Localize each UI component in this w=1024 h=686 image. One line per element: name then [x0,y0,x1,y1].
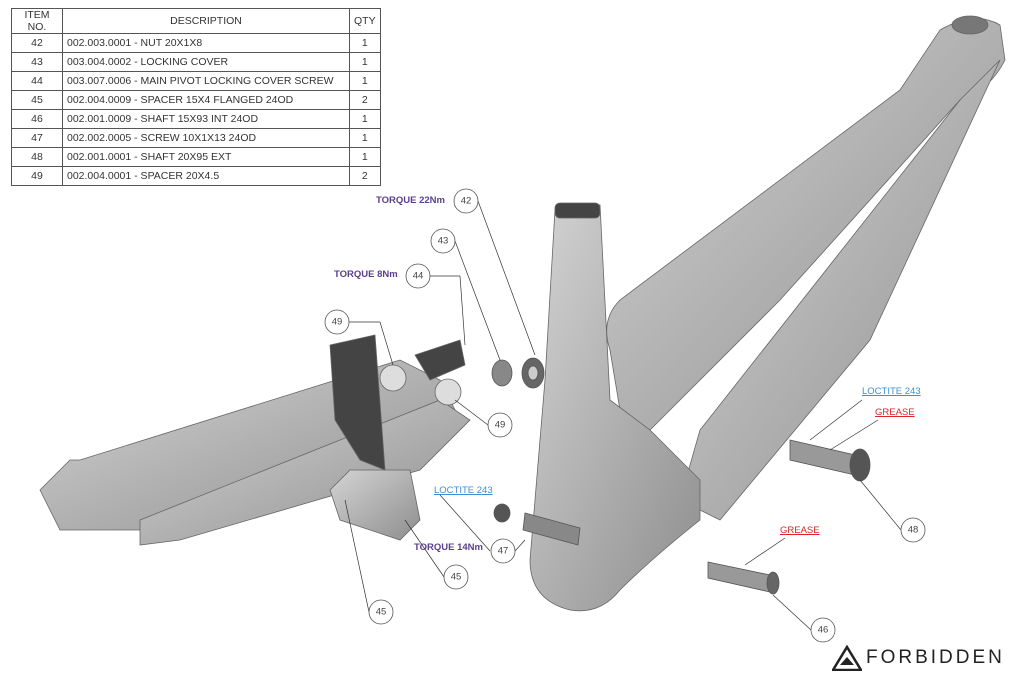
table-header-row: ITEM NO. DESCRIPTION QTY [11,8,381,34]
item-description: 002.001.0009 - SHAFT 15X93 INT 24OD [62,109,350,129]
callout-48: 48 [900,517,926,543]
callout-49: 49 [324,309,350,335]
brand-mountain-icon [832,645,862,671]
header-qty: QTY [349,8,381,34]
callout-circle [430,228,456,254]
callout-circle [405,263,431,289]
callout-number: 49 [332,317,343,328]
leader-lines [344,200,902,631]
torque-note-42: TORQUE 22Nm [376,195,445,206]
callout-circle [324,309,350,335]
callout-number: 45 [451,572,462,583]
callout-circle [453,188,479,214]
loctite-note-47: LOCTITE 243 [434,485,493,496]
callout-circle [443,564,469,590]
item-qty: 2 [349,166,381,186]
callout-number: 42 [461,196,472,207]
callout-44: 44 [405,263,431,289]
callout-number: 48 [908,525,919,536]
callout-circle [368,599,394,625]
item-number: 49 [11,166,63,186]
callout-45: 45 [368,599,394,625]
callout-number: 49 [495,420,506,431]
callout-circle [490,538,516,564]
callout-45: 45 [443,564,469,590]
header-description: DESCRIPTION [62,8,350,34]
torque-note-47: TORQUE 14Nm [414,542,483,553]
callout-number: 44 [413,271,424,282]
item-description: 002.002.0005 - SCREW 10X1X13 24OD [62,128,350,148]
callout-49: 49 [487,412,513,438]
callout-number: 46 [818,625,829,636]
callout-bubbles: 42 43 44 49 49 45 45 47 48 46 [324,188,926,643]
item-description: 002.004.0001 - SPACER 20X4.5 [62,166,350,186]
callout-47: 47 [490,538,516,564]
callout-circle [487,412,513,438]
item-description: 003.004.0002 - LOCKING COVER [62,52,350,72]
callout-number: 45 [376,607,387,618]
item-description: 002.004.0009 - SPACER 15X4 FLANGED 24OD [62,90,350,110]
brand-name: FORBIDDEN [866,647,1005,668]
callout-43: 43 [430,228,456,254]
item-description: 002.003.0001 - NUT 20X1X8 [62,33,350,53]
grease-note-46: GREASE [780,525,820,536]
brand-logo: FORBIDDEN [832,645,1005,671]
callout-46: 46 [810,617,836,643]
callout-number: 43 [438,236,449,247]
torque-note-44: TORQUE 8Nm [334,269,398,280]
loctite-note-48: LOCTITE 243 [862,386,921,397]
callout-number: 47 [498,546,509,557]
hardware-parts [491,357,871,595]
grease-note-48: GREASE [875,407,915,418]
main-frame [529,15,1006,612]
rear-triangle [39,334,471,546]
header-item-no: ITEM NO. [11,8,63,34]
callout-circle [810,617,836,643]
callout-circle [900,517,926,543]
callout-42: 42 [453,188,479,214]
